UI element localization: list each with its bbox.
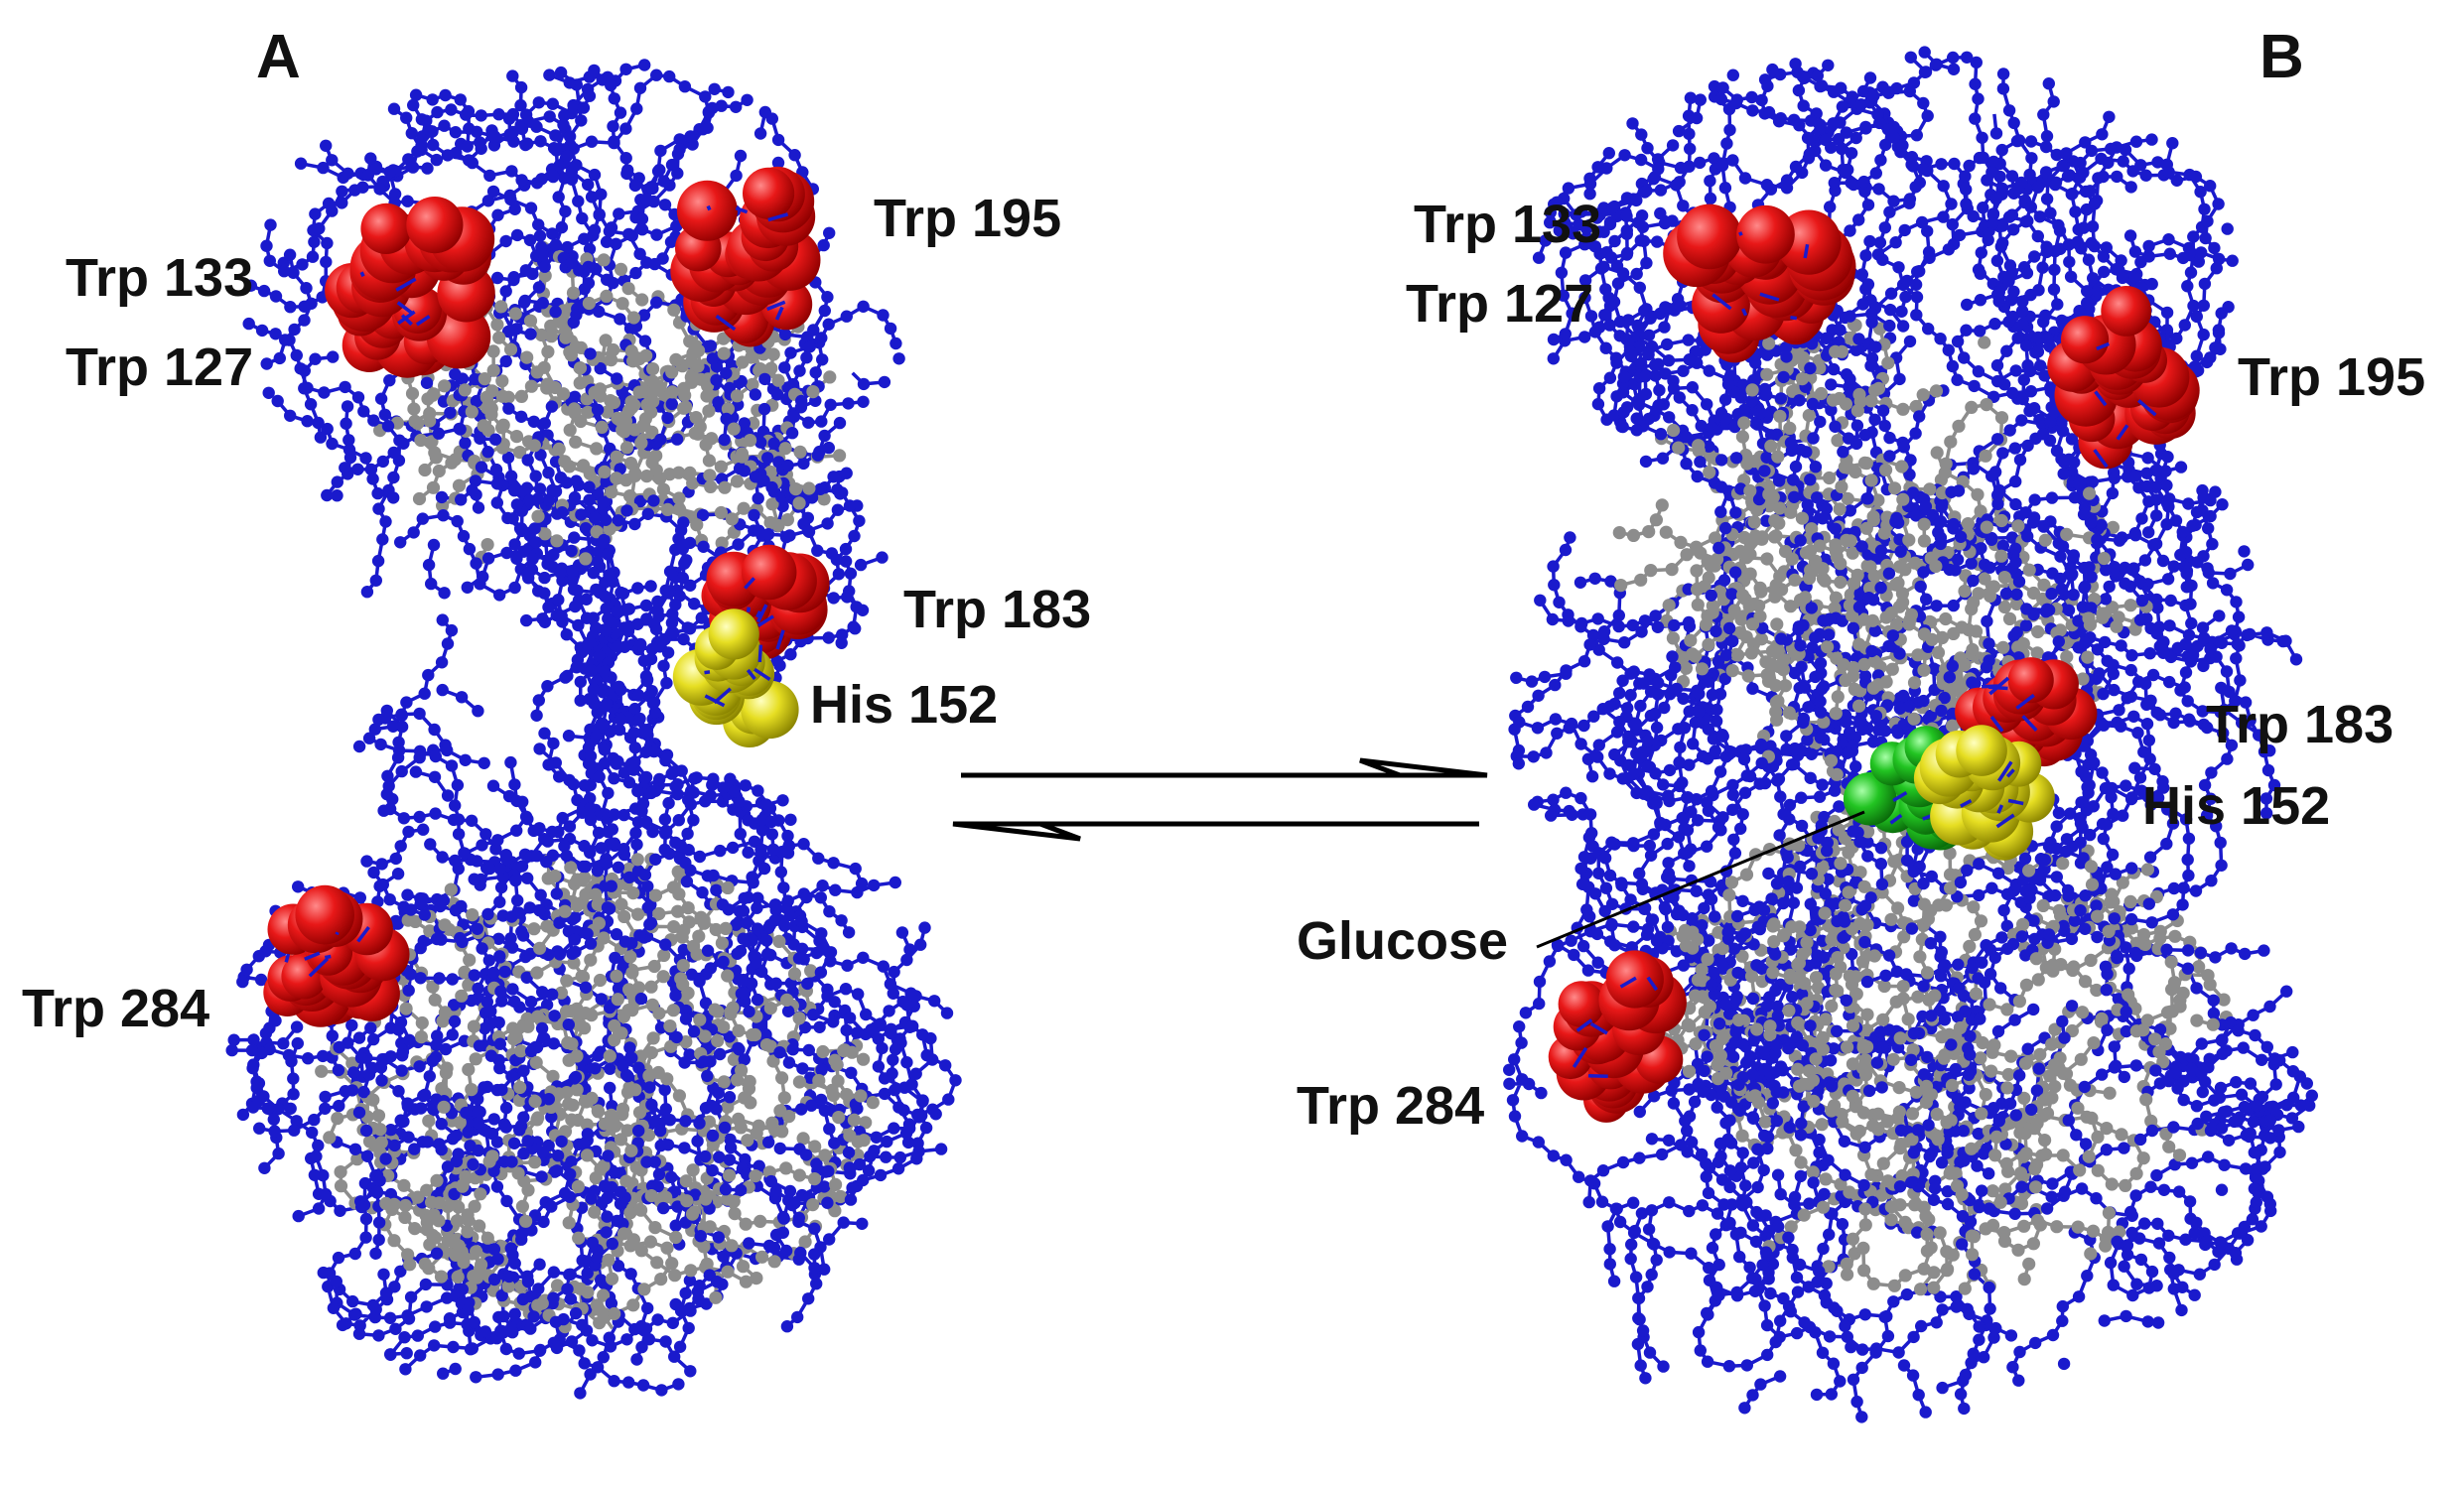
label-trp-284-a: Trp 284 [22, 979, 209, 1038]
panel-a-letter: A [256, 23, 301, 91]
his-152-spheres-b [1913, 725, 2055, 861]
protein-model-open-state [225, 59, 962, 1400]
forward-arrow [961, 757, 1488, 778]
panel-b-letter: B [2259, 23, 2304, 91]
label-trp-133-b: Trp 133 [1414, 195, 1601, 254]
label-trp-195-a: Trp 195 [874, 189, 1061, 248]
equilibrium-arrows [952, 757, 1488, 842]
label-his-152-b: His 152 [2142, 776, 2330, 836]
trp-195-spheres-a [670, 166, 821, 347]
label-glucose-b: Glucose [1297, 911, 1508, 971]
glucose-pointer-line [1536, 810, 1865, 949]
trp-195-spheres-b [2047, 286, 2200, 470]
his-152-spheres-a [672, 608, 799, 747]
reverse-arrow [952, 821, 1479, 842]
label-his-152-a: His 152 [810, 675, 998, 735]
trp-133-127-spheres-b [1663, 203, 1856, 363]
label-trp-195-b: Trp 195 [2238, 347, 2425, 407]
label-trp-127-a: Trp 127 [66, 338, 253, 397]
panel-b [1503, 46, 2318, 1423]
trp-133-127-spheres-a [325, 197, 495, 378]
label-trp-284-b: Trp 284 [1297, 1076, 1484, 1136]
label-trp-183-b: Trp 183 [2206, 695, 2394, 754]
label-trp-183-a: Trp 183 [903, 580, 1091, 639]
trp-284-spheres-b [1548, 950, 1687, 1123]
label-trp-127-b: Trp 127 [1406, 274, 1593, 334]
label-trp-133-a: Trp 133 [66, 248, 253, 308]
atom-network [225, 59, 962, 1400]
highlighted-residues-b [1548, 203, 2200, 1123]
panel-a [225, 59, 962, 1400]
highlighted-residues-a [263, 166, 830, 1027]
trp-284-spheres-a [263, 884, 410, 1027]
